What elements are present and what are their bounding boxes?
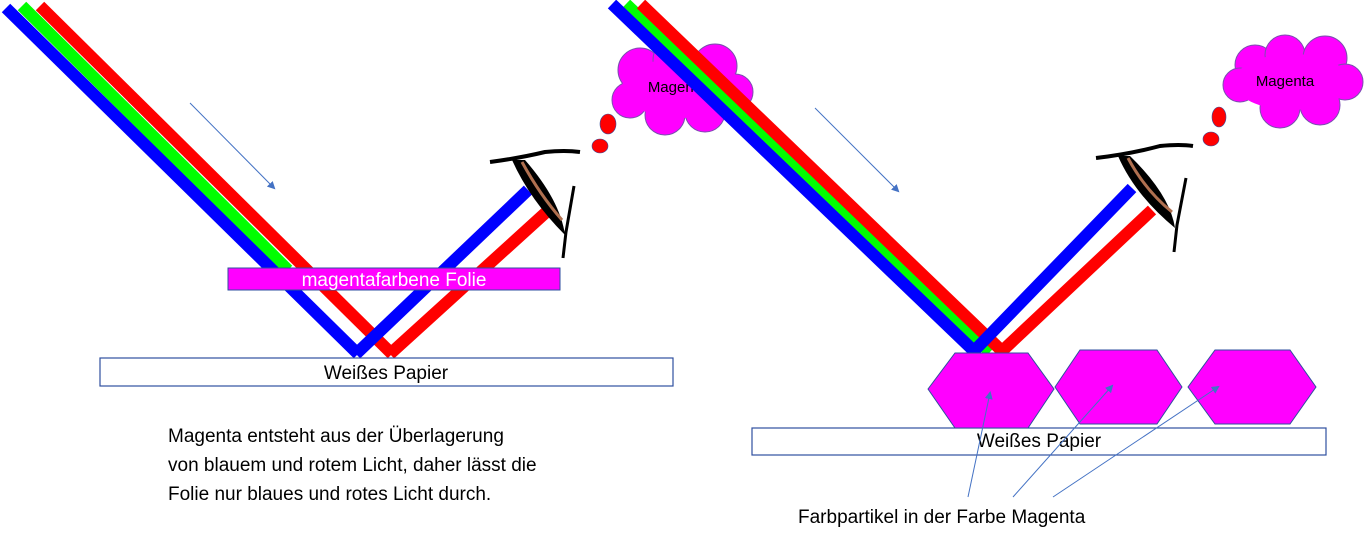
particle-pointer-lines (967, 384, 1220, 498)
left-direction-arrow (189, 102, 276, 190)
right-thought-text: Magenta (1256, 73, 1315, 90)
right-blue-beam-in (607, 0, 980, 357)
left-red-beam-in (35, 1, 397, 359)
explanation-line: Magenta entsteht aus der Überlagerung (168, 426, 504, 447)
right-direction-arrow (814, 107, 900, 193)
right-red-beam-out (996, 205, 1157, 357)
right-blue-beam-out (968, 183, 1137, 357)
right-red-beam-in (636, 0, 1008, 357)
right-green-beam (621, 0, 995, 357)
magenta-filter (227, 267, 561, 291)
right-thought-bubble: Magenta (1202, 34, 1364, 147)
left-incoming-light (1, 1, 397, 359)
magenta-particle (927, 352, 1055, 429)
explanation-line: von blauem und rotem Licht, daher lässt … (168, 455, 537, 476)
right-eye-icon (1095, 143, 1194, 253)
magenta-particles (927, 349, 1317, 429)
magenta-particle (1054, 349, 1183, 425)
magenta-filter-label: magentafarbene Folie (302, 270, 487, 291)
particles-label: Farbpartikel in der Farbe Magenta (798, 507, 1086, 528)
explanation-text: Magenta entsteht aus der Überlagerung vo… (168, 422, 537, 509)
left-blue-beam-in (1, 3, 363, 359)
left-eye-icon (489, 149, 581, 259)
explanation-line: Folie nur blaues und rotes Licht durch. (168, 484, 492, 505)
left-green-beam (17, 1, 293, 275)
right-incoming-light (607, 0, 1008, 357)
magenta-particle (1187, 349, 1317, 425)
right-white-paper (751, 427, 1327, 456)
right-white-paper-label: Weißes Papier (977, 431, 1102, 452)
left-white-paper (99, 357, 674, 387)
left-white-paper-label: Weißes Papier (324, 363, 449, 384)
